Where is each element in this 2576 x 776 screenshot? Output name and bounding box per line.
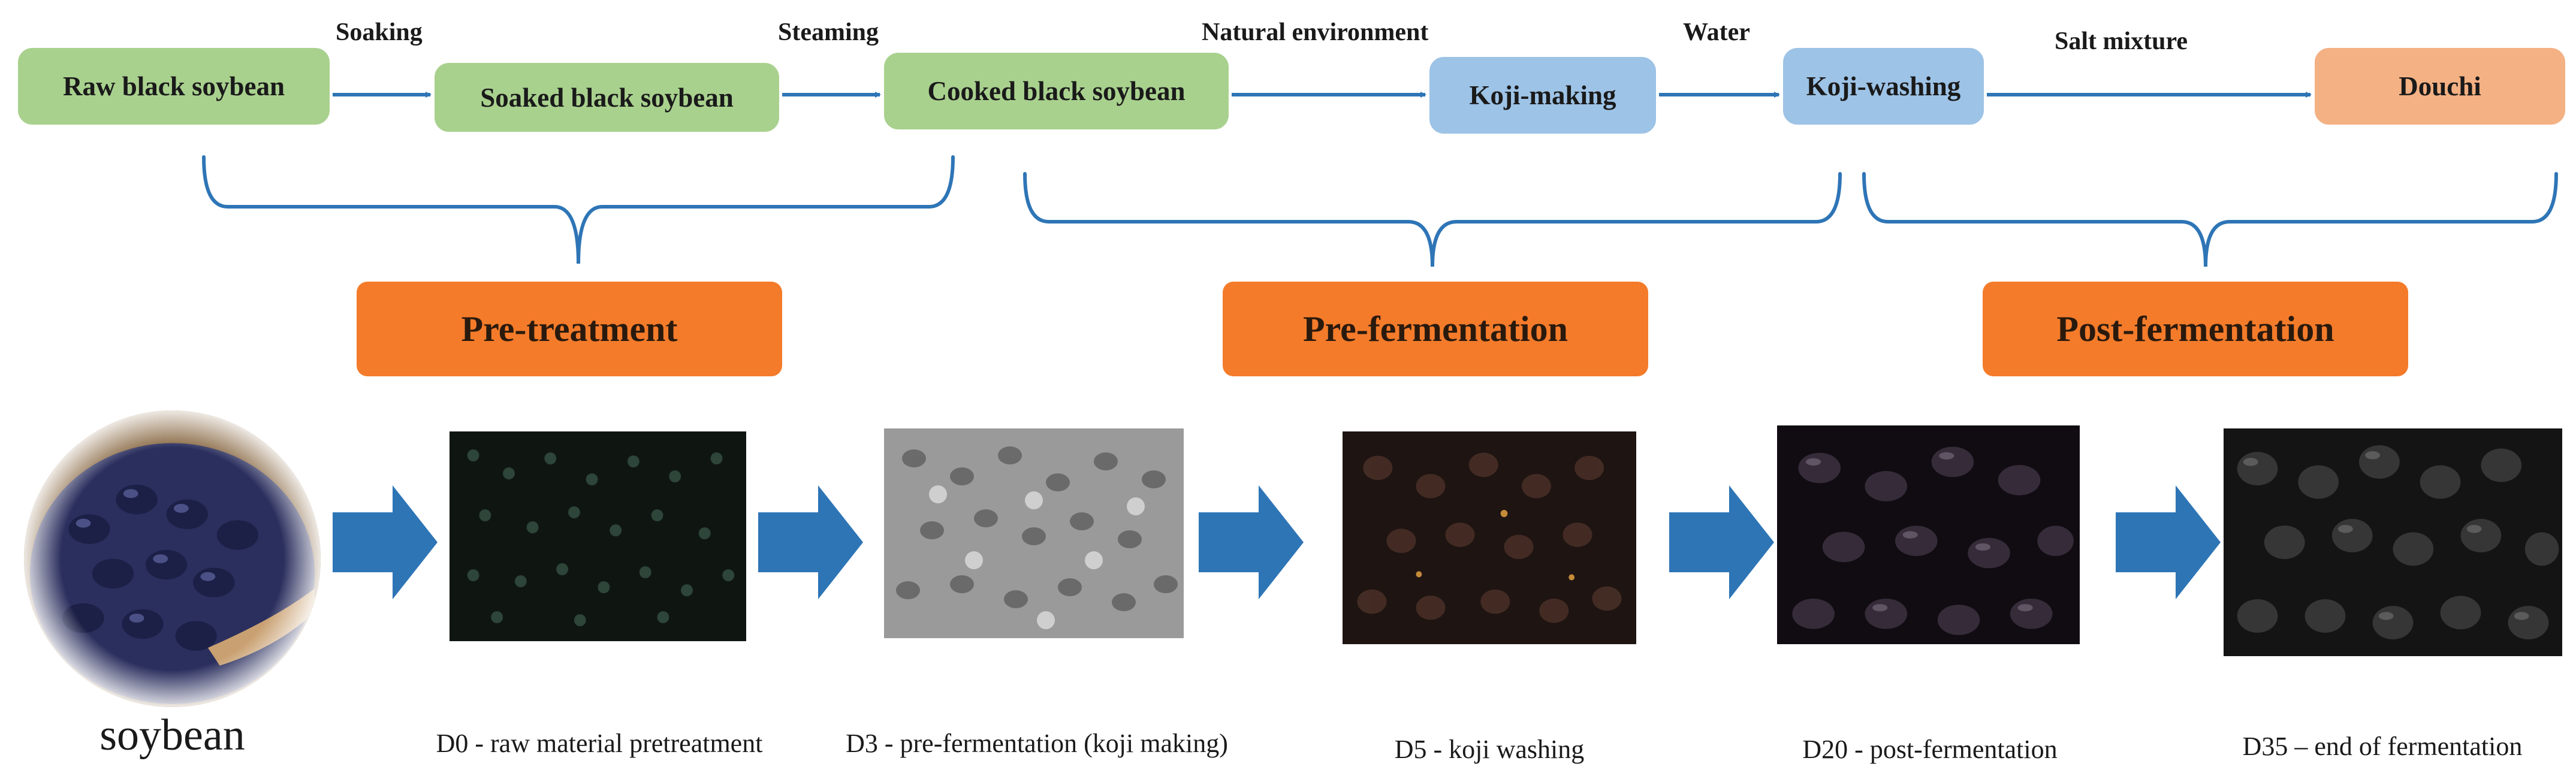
box-koji-making: Koji-making <box>1429 57 1656 134</box>
step-label-natural-environment: Natural environment <box>1202 19 1429 46</box>
brace-postfermentation <box>1862 172 2558 267</box>
box-koji-washing: Koji-washing <box>1783 48 1984 125</box>
block-arrow-2 <box>758 485 863 599</box>
block-arrow-5 <box>2116 485 2221 599</box>
stage-pre-fermentation: Pre-fermentation <box>1223 282 1648 376</box>
block-arrow-3 <box>1199 485 1304 599</box>
box-douchi: Douchi <box>2315 48 2565 125</box>
caption-soybean: soybean <box>99 711 245 760</box>
caption-d3: D3 - pre-fermentation (koji making) <box>846 729 1228 758</box>
step-label-soaking: Soaking <box>336 19 423 46</box>
photo-d0-raw-beans <box>450 431 746 641</box>
box-cooked-black-soybean: Cooked black soybean <box>884 53 1229 129</box>
box-soaked-black-soybean: Soaked black soybean <box>435 63 779 132</box>
photo-d20-post-fermentation <box>1777 425 2080 644</box>
box-raw-black-soybean: Raw black soybean <box>18 48 330 125</box>
photo-soybean-bowl <box>24 410 321 707</box>
caption-d20: D20 - post-fermentation <box>1802 735 2058 764</box>
step-label-steaming: Steaming <box>778 19 879 46</box>
photo-d3-koji-making <box>884 428 1184 638</box>
stage-post-fermentation: Post-fermentation <box>1983 282 2408 376</box>
step-label-water: Water <box>1683 19 1750 46</box>
brace-pretreatment <box>202 155 955 264</box>
caption-d0: D0 - raw material pretreatment <box>436 729 763 758</box>
stage-pre-treatment: Pre-treatment <box>357 282 782 376</box>
photo-d5-koji-washing <box>1343 431 1636 644</box>
block-arrow-1 <box>333 485 438 599</box>
brace-prefermentation <box>1023 172 1842 267</box>
photo-d35-end-of-fermentation <box>2224 428 2562 656</box>
caption-d5: D5 - koji washing <box>1394 735 1585 764</box>
step-label-salt-mixture: Salt mixture <box>2055 28 2188 55</box>
caption-d35: D35 – end of fermentation <box>2242 732 2523 761</box>
block-arrow-4 <box>1669 485 1774 599</box>
